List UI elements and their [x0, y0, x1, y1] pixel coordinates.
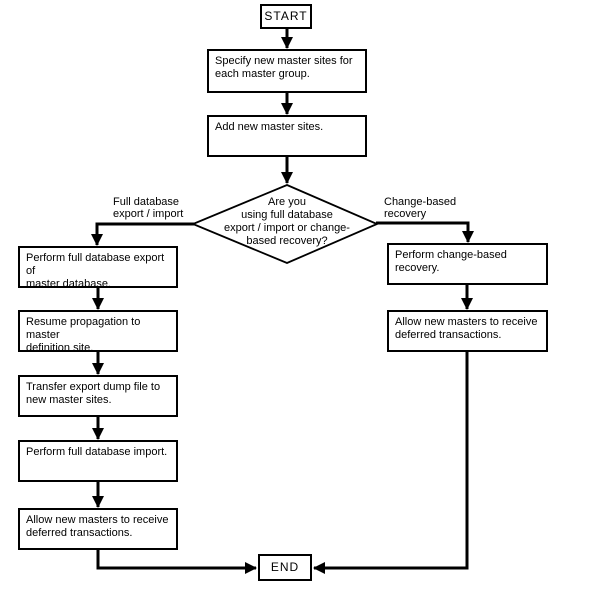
decision-diamond [190, 184, 380, 264]
branch-label-left: Full database export / import [113, 196, 184, 220]
edge-right-step2-to-end [313, 352, 469, 574]
process-box-add-sites: Add new master sites. [207, 115, 367, 157]
process-box-resume-propagation: Resume propagation to master definition … [18, 310, 178, 354]
process-box-transfer-dump: Transfer export dump file to new master … [18, 375, 178, 417]
end-node: END [258, 554, 312, 581]
branch-label-right: Change-based recovery [384, 196, 457, 220]
edge-decision-left-branch [91, 222, 194, 246]
edge-decision-right-branch [376, 221, 474, 243]
process-box-allow-masters-left: Allow new masters to receive deferred tr… [18, 508, 178, 550]
process-box-specify-sites: Specify new master sites for each master… [207, 49, 367, 93]
process-box-allow-masters-right: Allow new masters to receive deferred tr… [387, 310, 548, 352]
process-box-full-import: Perform full database import. [18, 440, 178, 482]
start-node: START [260, 4, 312, 29]
edge-left-step5-to-end [96, 550, 257, 574]
decision-question-text: Are you using full database export / imp… [224, 196, 350, 247]
process-box-change-based-recovery: Perform change-based recovery. [387, 243, 548, 285]
process-box-full-export: Perform full database export of master d… [18, 246, 178, 290]
